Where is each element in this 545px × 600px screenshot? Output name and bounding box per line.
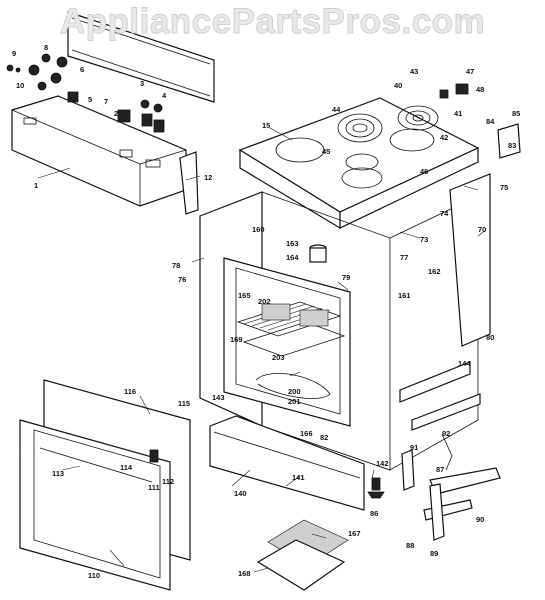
callout-label: 48 (476, 85, 484, 94)
callout-label: 163 (286, 239, 299, 248)
end-cap (179, 151, 199, 215)
callout-label: 115 (178, 399, 190, 408)
callout-label: 76 (178, 275, 186, 284)
callout-label: 111 (148, 483, 160, 492)
callout-label: 83 (508, 141, 516, 150)
callout-label: 142 (376, 459, 389, 468)
callout-label: 89 (430, 549, 438, 558)
callout-label: 201 (288, 397, 301, 406)
callout-label: 144 (458, 359, 471, 368)
callout-label: 77 (400, 253, 408, 262)
callout-label: 6 (80, 65, 84, 74)
callout-label: 140 (234, 489, 247, 498)
callout-label: 42 (440, 133, 448, 142)
leader-lines (37, 127, 487, 573)
callout-label: 90 (476, 515, 484, 524)
callout-label: 166 (300, 429, 313, 438)
callout-label: 162 (428, 267, 441, 276)
callout-label: 45 (322, 147, 330, 156)
broiler-pan (261, 303, 329, 327)
callout-label: 87 (436, 465, 444, 474)
callout-label: 203 (272, 353, 285, 362)
callout-label: 200 (288, 387, 301, 396)
callout-label: 1 (34, 181, 38, 190)
callout-label: 12 (204, 173, 212, 182)
callout-label: 161 (398, 291, 411, 300)
callout-label: 44 (332, 105, 341, 114)
broil-pan-set (256, 519, 349, 591)
callout-label: 164 (286, 253, 299, 262)
callout-label: 9 (12, 49, 16, 58)
callout-label: 84 (486, 117, 495, 126)
callout-label: 88 (406, 541, 414, 550)
callout-label: 78 (172, 261, 180, 270)
callout-label: 112 (162, 477, 174, 486)
callout-label: 160 (252, 225, 265, 234)
callout-label: 165 (238, 291, 251, 300)
door-handle (149, 449, 159, 463)
callout-label: 79 (342, 273, 350, 282)
door-lock-mechanism (401, 433, 501, 541)
callout-label: 167 (348, 529, 361, 538)
callout-label: 47 (466, 67, 474, 76)
callout-label: 114 (120, 463, 133, 472)
callout-label: 82 (320, 433, 328, 442)
callout-label: 73 (420, 235, 428, 244)
cooktop (238, 97, 480, 230)
backsplash-panel (67, 11, 215, 103)
callout-label: 141 (292, 473, 305, 482)
callout-label: 116 (124, 387, 136, 396)
callout-label: 110 (88, 571, 100, 580)
callout-label: 40 (394, 81, 402, 90)
oven-door (19, 379, 191, 591)
callout-label: 5 (88, 95, 92, 104)
callout-label: 7 (104, 97, 108, 106)
callout-label: 46 (420, 167, 428, 176)
callout-label: 169 (230, 335, 243, 344)
callout-labels: 1 2 3 4 5 6 7 8 9 10 12 15 40 41 42 43 4… (12, 43, 520, 580)
callout-label: 4 (162, 91, 167, 100)
callout-label: 91 (410, 443, 418, 452)
bake-element (255, 373, 331, 399)
callout-label: 80 (486, 333, 494, 342)
callout-label: 113 (52, 469, 64, 478)
vent-duct (309, 244, 327, 263)
callout-label: 74 (440, 209, 449, 218)
callout-label: 41 (454, 109, 462, 118)
control-knobs (6, 53, 165, 133)
side-trim (399, 361, 481, 431)
watermark-text: AppliancePartsPros.com (59, 2, 486, 42)
storage-drawer (209, 415, 365, 511)
callout-label: 2 (114, 109, 118, 118)
callout-label: 15 (262, 121, 270, 130)
callout-label: 43 (410, 67, 418, 76)
callout-label: 70 (478, 225, 486, 234)
callout-label: 202 (258, 297, 271, 306)
leveling-leg (367, 477, 385, 499)
callout-label: 8 (44, 43, 48, 52)
callout-label: 92 (442, 429, 450, 438)
callout-label: 85 (512, 109, 520, 118)
callout-label: 75 (500, 183, 508, 192)
wiring-box-cover (497, 123, 521, 159)
terminal-block (439, 83, 469, 99)
callout-label: 86 (370, 509, 378, 518)
callout-label: 143 (212, 393, 225, 402)
surface-elements (337, 105, 439, 171)
callout-label: 168 (238, 569, 251, 578)
callout-label: 3 (140, 79, 144, 88)
callout-label: 10 (16, 81, 24, 90)
